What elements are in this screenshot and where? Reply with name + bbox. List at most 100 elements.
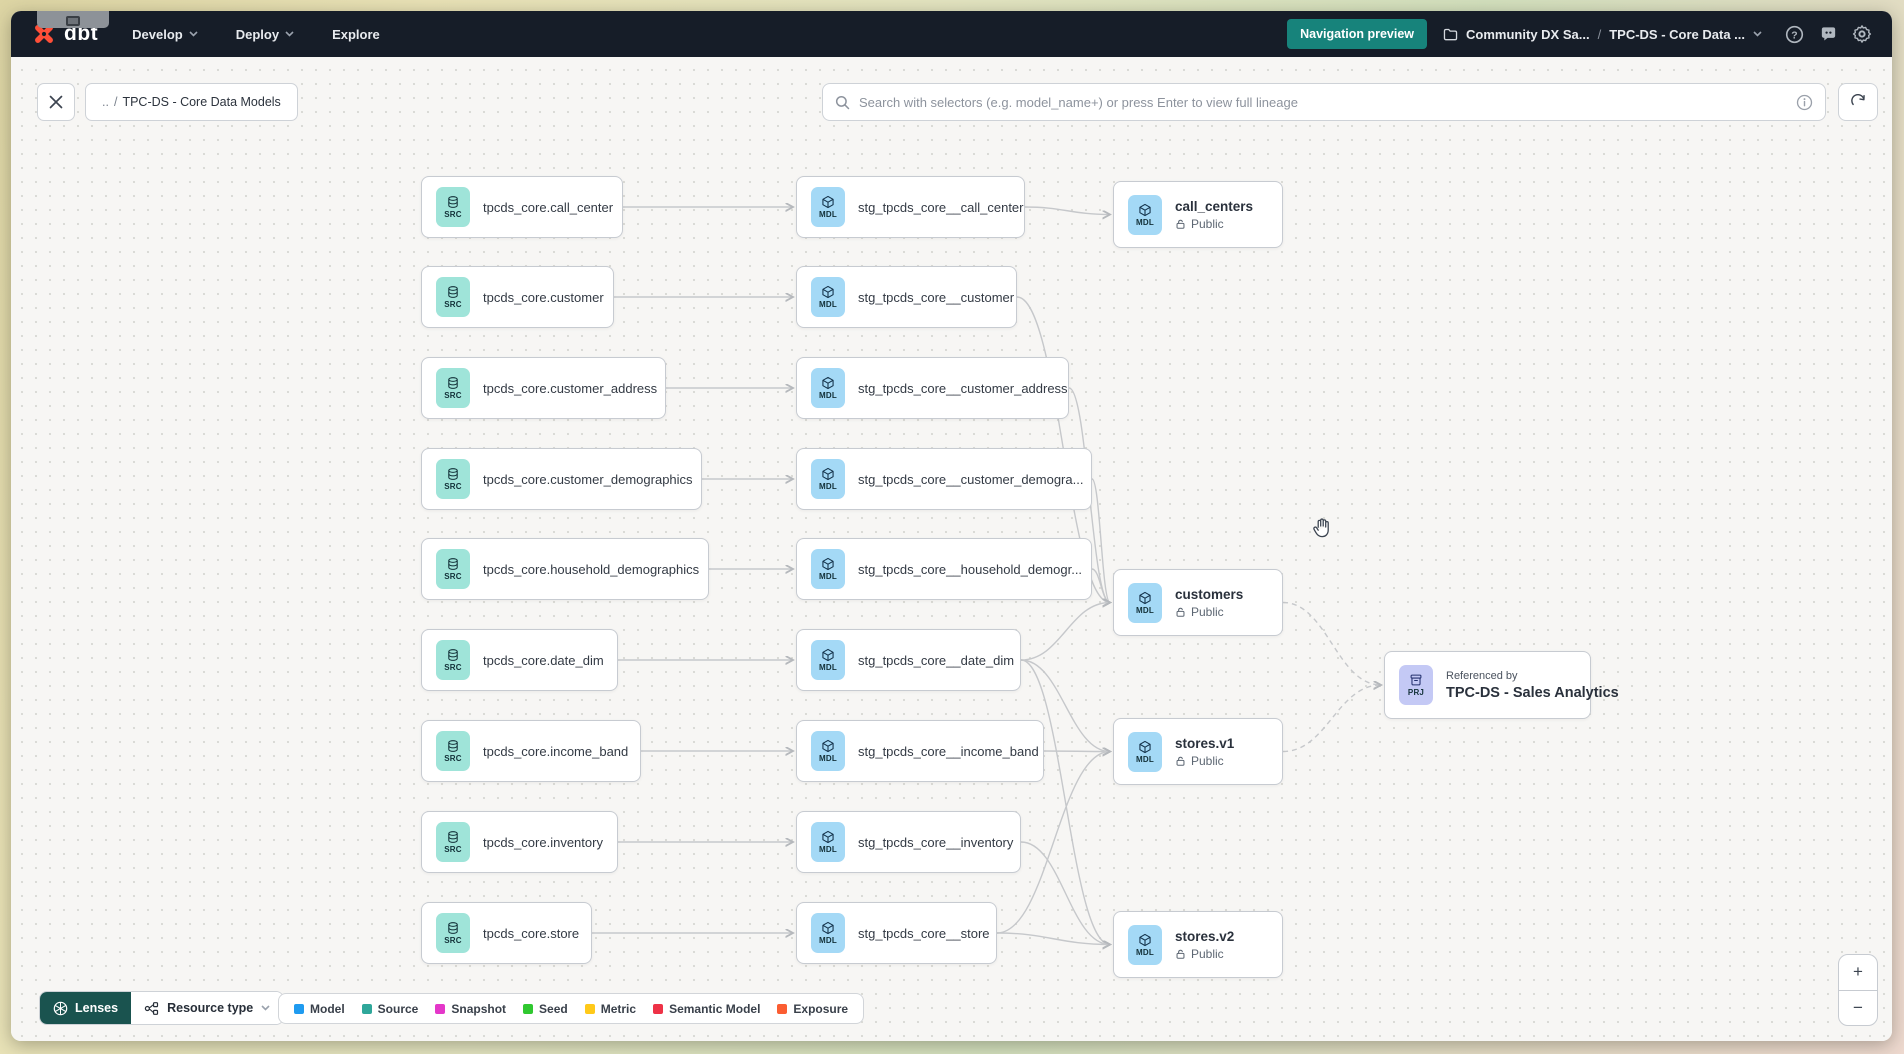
graph-node-mdl4[interactable]: MDL stg_tpcds_core__customer_demogra...	[796, 448, 1092, 510]
nav-item-develop[interactable]: Develop	[132, 27, 198, 42]
crumb-up[interactable]: ..	[102, 95, 109, 109]
model-cube-icon	[822, 467, 834, 481]
node-title: stores.v2	[1175, 928, 1235, 944]
node-badge: MDL	[1128, 731, 1162, 772]
node-title: TPC-DS - Sales Analytics	[1446, 684, 1619, 701]
chevron-down-icon	[261, 1005, 270, 1011]
model-cube-icon	[1139, 933, 1151, 946]
chevron-down-icon	[189, 31, 198, 37]
node-label: stg_tpcds_core__store	[858, 925, 990, 941]
search-icon	[835, 95, 850, 109]
database-icon	[448, 196, 458, 208]
node-badge: MDL	[811, 368, 845, 408]
node-label: stg_tpcds_core__date_dim	[858, 652, 1015, 668]
legend-item-metric: Metric	[584, 1002, 636, 1016]
zoom-in-button[interactable]: +	[1839, 955, 1877, 990]
refresh-lineage-button[interactable]	[1838, 83, 1878, 121]
legend-swatch	[523, 1003, 534, 1014]
node-label: stg_tpcds_core__household_demogr...	[858, 561, 1083, 577]
node-badge: MDL	[811, 731, 845, 771]
close-lineage-button[interactable]	[37, 83, 75, 121]
lineage-breadcrumb-pill[interactable]: .. / TPC-DS - Core Data Models	[85, 83, 298, 121]
breadcrumb-page[interactable]: TPC-DS - Core Data ...	[1609, 26, 1745, 42]
node-label: stg_tpcds_core__customer_demogra...	[858, 471, 1084, 487]
model-cube-icon	[822, 921, 834, 935]
legend-item-semantic-model: Semantic Model	[653, 1002, 760, 1016]
chevron-down-icon[interactable]	[1753, 31, 1762, 37]
model-cube-icon	[1139, 591, 1151, 604]
node-badge: MDL	[1128, 582, 1162, 623]
nav-item-deploy[interactable]: Deploy	[236, 27, 294, 42]
node-badge: SRC	[436, 913, 470, 953]
node-badge: MDL	[811, 459, 845, 499]
database-icon	[448, 286, 458, 298]
edge-mdl5-pub2	[1091, 568, 1110, 603]
node-access: Public	[1175, 605, 1243, 619]
legend-item-seed: Seed	[523, 1002, 568, 1016]
node-badge: MDL	[1128, 194, 1162, 235]
app-window: dbt Develop Deploy Explore Navigation pr…	[11, 11, 1892, 1041]
settings-gear-icon[interactable]	[1852, 24, 1872, 44]
node-label: tpcds_core.date_dim	[483, 652, 604, 668]
legend-item-exposure: Exposure	[777, 1002, 848, 1016]
node-access: Public	[1175, 754, 1234, 768]
database-icon	[448, 468, 458, 480]
breadcrumb-project[interactable]: Community DX Sa...	[1466, 26, 1590, 42]
node-badge: SRC	[436, 731, 470, 771]
main-nav: Develop Deploy Explore	[132, 27, 380, 42]
node-label: stg_tpcds_core__inventory	[858, 834, 1014, 850]
nav-item-explore[interactable]: Explore	[332, 26, 380, 42]
chevron-down-icon	[285, 31, 294, 37]
help-icon[interactable]: ?	[1784, 24, 1804, 44]
breadcrumb: Community DX Sa... / TPC-DS - Core Data …	[1443, 27, 1762, 42]
navigation-preview-button[interactable]: Navigation preview	[1287, 19, 1428, 49]
resource-type-dropdown[interactable]: Resource type	[131, 992, 284, 1024]
refresh-icon	[1850, 93, 1865, 105]
edge-mdl6-pub2	[1020, 603, 1110, 661]
edge-mdl8-pub4	[1020, 841, 1110, 945]
database-icon	[448, 377, 458, 389]
dbt-logo-icon	[35, 25, 53, 43]
lenses-button[interactable]: Lenses	[40, 992, 132, 1024]
edge-mdl1-pub1	[1024, 206, 1110, 215]
lens-aperture-icon	[53, 1001, 68, 1015]
info-icon[interactable]	[1796, 94, 1813, 111]
database-icon	[448, 922, 458, 934]
folder-icon	[1443, 28, 1458, 40]
node-badge: MDL	[811, 277, 845, 317]
search-input[interactable]	[859, 94, 1787, 110]
feedback-icon[interactable]	[1818, 24, 1838, 44]
zoom-divider	[1839, 989, 1877, 991]
model-cube-icon	[1139, 740, 1151, 753]
node-title: customers	[1175, 586, 1244, 602]
legend-swatch	[777, 1003, 788, 1014]
legend-item-model: Model	[294, 1002, 345, 1016]
legend-swatch	[294, 1003, 304, 1014]
edge-pub2-prj	[1282, 601, 1381, 686]
zoom-out-button[interactable]: −	[1839, 991, 1877, 1026]
